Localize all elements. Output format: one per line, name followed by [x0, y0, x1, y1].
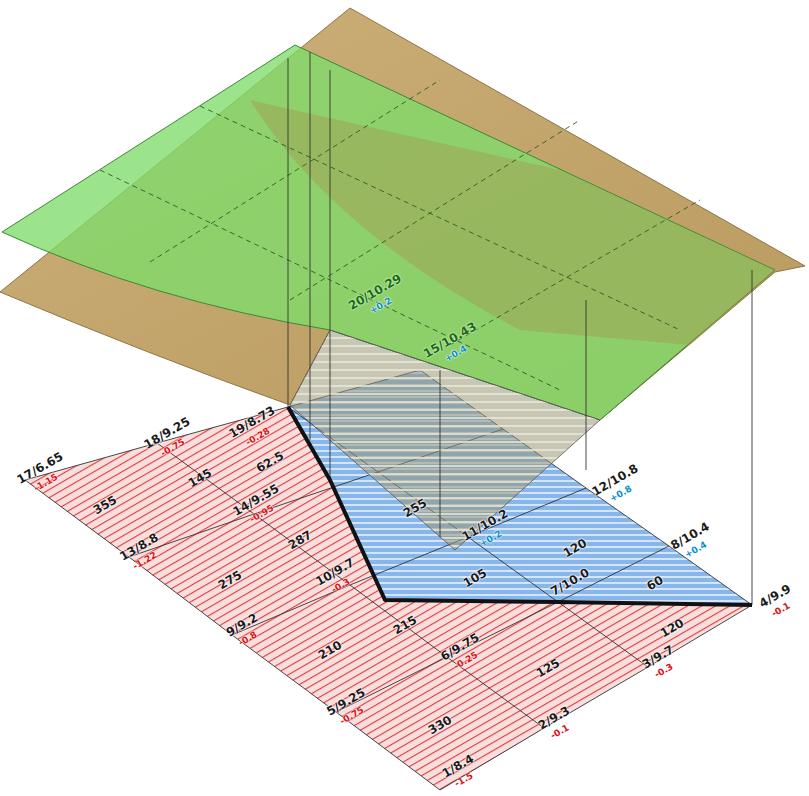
volume-value: 60	[645, 574, 665, 593]
volume-value: 120	[561, 537, 589, 560]
projection-lines	[288, 52, 752, 605]
volume-value: 330	[426, 714, 454, 737]
volume-value: 105	[461, 567, 489, 590]
point-elevation: 7/10.0	[549, 566, 592, 598]
zero-line	[288, 407, 752, 605]
volume-value: 62.5	[254, 449, 286, 474]
surface-grid	[100, 80, 700, 390]
volume-value: 145	[186, 467, 214, 490]
volume-value: 125	[534, 657, 562, 680]
surface-overlap	[250, 100, 775, 345]
volume-value: 215	[391, 614, 419, 637]
volume-value: 255	[401, 497, 429, 520]
volume-value: 120	[658, 617, 686, 640]
volume-value: 287	[286, 529, 314, 552]
volume-value: 355	[91, 494, 119, 517]
volume-value: 275	[216, 569, 244, 592]
transition-zone	[290, 330, 600, 550]
volume-value: 210	[316, 639, 344, 662]
